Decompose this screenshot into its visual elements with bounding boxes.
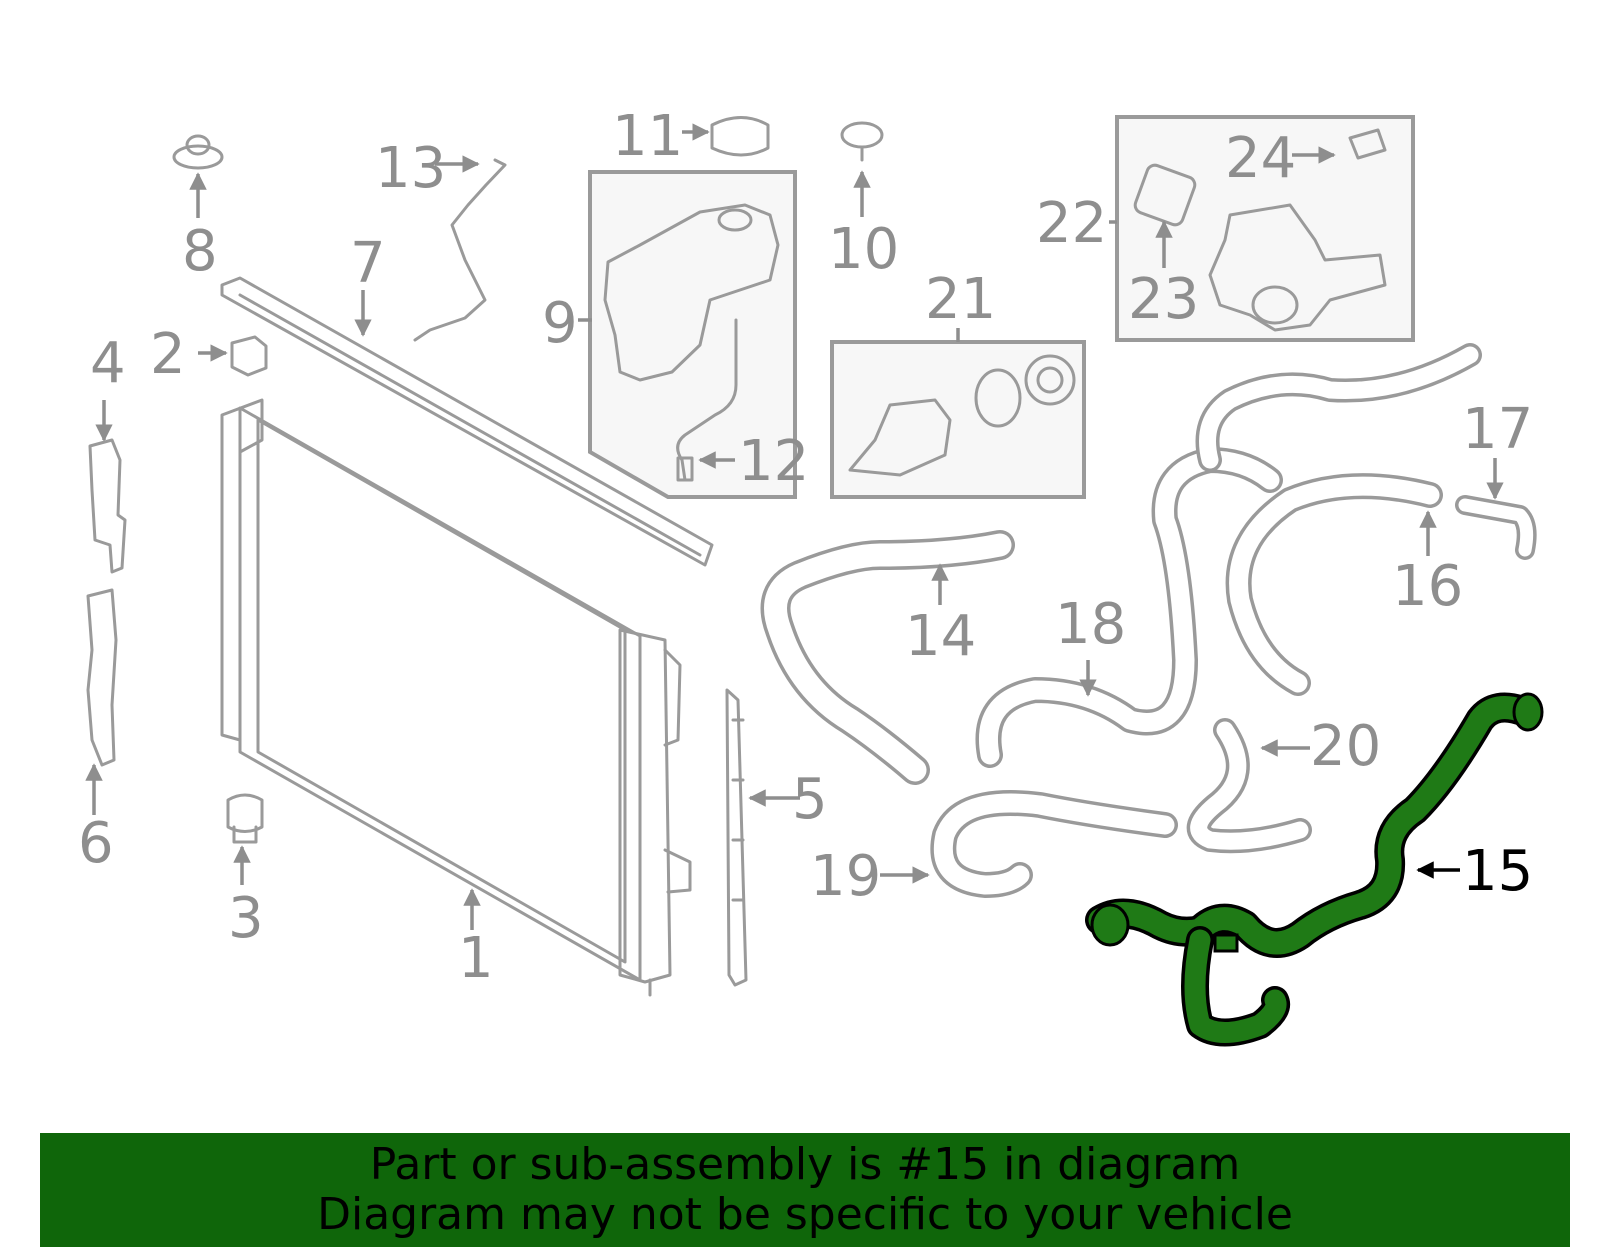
callout-15: 15 <box>1462 839 1533 904</box>
radiator <box>220 398 692 997</box>
thermostat-box <box>830 340 1086 499</box>
callout-11: 11 <box>612 104 683 169</box>
callout-2: 2 <box>150 322 186 387</box>
hose-20 <box>1186 718 1312 854</box>
info-banner: Part or sub-assembly is #15 in diagram D… <box>40 1133 1570 1247</box>
mount-bushing <box>226 793 264 844</box>
hose-18 <box>975 343 1482 768</box>
callout-24: 24 <box>1225 126 1296 191</box>
hose-19 <box>930 790 1178 898</box>
hose-17 <box>1455 495 1537 560</box>
upper-support-rail <box>220 276 714 567</box>
hose-16 <box>1225 473 1443 696</box>
callout-labels: 1 2 3 4 5 6 7 8 9 10 11 12 13 14 15 16 1… <box>78 104 1533 991</box>
reservoir-cap <box>710 116 770 157</box>
callout-6: 6 <box>78 811 114 876</box>
callout-3: 3 <box>228 886 264 951</box>
bracket-clip <box>230 335 268 377</box>
hose-connector-line <box>413 158 507 342</box>
callout-4: 4 <box>90 331 126 396</box>
level-sensor <box>676 318 738 482</box>
side-deflector <box>725 688 748 987</box>
callout-18: 18 <box>1055 592 1126 657</box>
thermostat-housing <box>848 354 1076 477</box>
callout-8: 8 <box>182 219 218 284</box>
callout-19: 19 <box>810 844 881 909</box>
callout-13: 13 <box>375 136 446 201</box>
callout-12: 12 <box>738 429 809 494</box>
callout-9: 9 <box>542 291 578 356</box>
water-pump-housing <box>1133 128 1387 332</box>
banner-line-1: Part or sub-assembly is #15 in diagram <box>369 1139 1241 1190</box>
callout-17: 17 <box>1462 397 1533 462</box>
callout-16: 16 <box>1392 554 1463 619</box>
grommet <box>172 134 224 170</box>
hose-15-highlighted <box>1085 692 1544 1047</box>
reservoir-box <box>588 170 797 499</box>
callout-10: 10 <box>828 217 899 282</box>
bolt <box>840 121 884 162</box>
callout-23: 23 <box>1128 267 1199 332</box>
callout-14: 14 <box>905 604 976 669</box>
side-seal-lower <box>86 588 118 767</box>
callout-21: 21 <box>925 267 996 332</box>
coolant-reservoir <box>603 203 780 382</box>
callout-1: 1 <box>458 926 494 991</box>
leader-lines <box>85 123 1504 930</box>
callout-22: 22 <box>1036 191 1107 256</box>
callout-20: 20 <box>1310 714 1381 779</box>
banner-line-2: Diagram may not be specific to your vehi… <box>317 1189 1293 1240</box>
callout-5: 5 <box>792 767 828 832</box>
callout-7: 7 <box>350 231 386 296</box>
hose-14 <box>760 530 1015 785</box>
side-seal-upper <box>88 438 127 574</box>
